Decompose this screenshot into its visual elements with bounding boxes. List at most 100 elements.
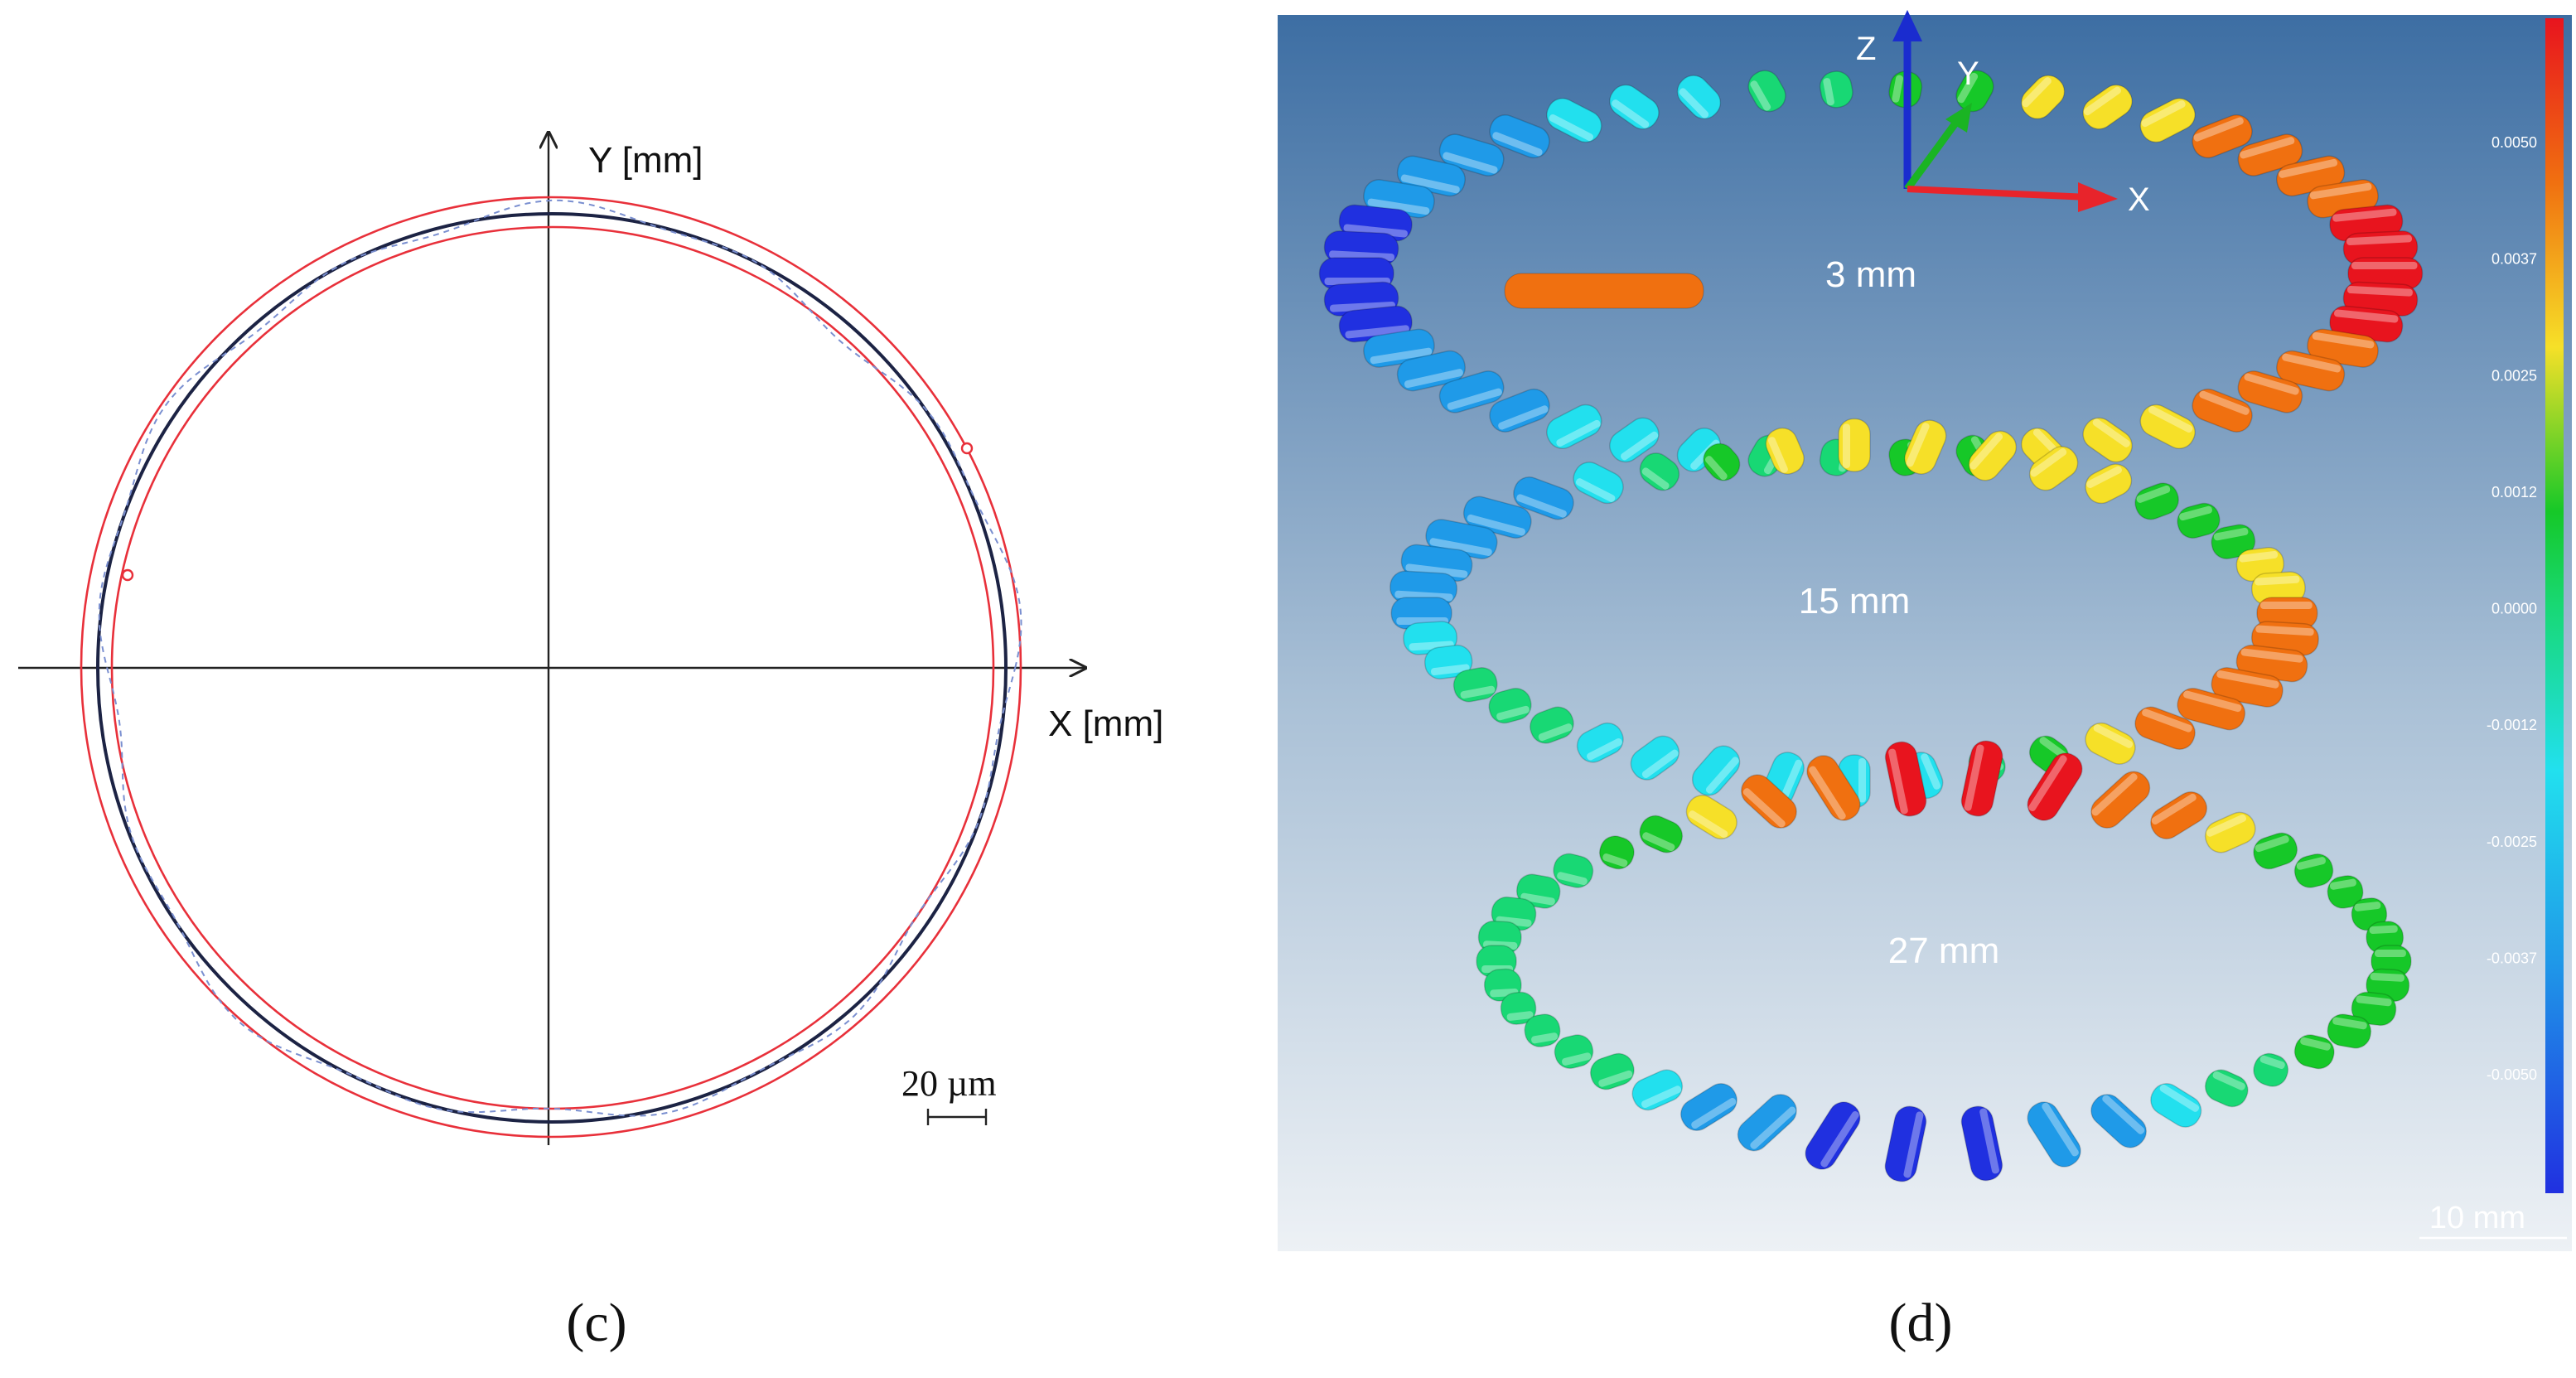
outer-tolerance-circle [80,196,1022,1139]
deviation-cylinder [1530,706,1574,744]
deviation-cylinder [2134,482,2179,520]
y-axis-label: Y [mm] [588,140,703,181]
inner-tolerance-circle [110,225,995,1110]
deviation-cylinder [2276,350,2346,392]
deviation-cylinder [1513,476,1574,520]
deviation-cylinder [1573,462,1624,505]
deviation-cylinder [2347,257,2424,290]
deviation-cylinder [1515,873,1561,909]
deviation-cylinder [2253,1052,2289,1087]
deviation-cylinder [2293,1034,2335,1070]
deviation-cylinder [2351,991,2397,1027]
y-axis-label: Y [1957,56,1979,92]
deviation-cylinder [2342,281,2419,317]
panel-label-d: (d) [1889,1293,1953,1353]
deviation-rings [1318,70,2424,1182]
z-axis-label: Z [1856,31,1876,67]
deviation-cylinder [1747,70,1786,113]
deviation-cylinder [1476,945,1517,978]
deviation-cylinder [2342,230,2419,266]
deviation-cylinder [2150,791,2208,839]
deviation-cylinder [2237,370,2303,413]
deviation-cylinder [2134,706,2196,750]
deviation-cylinder [2090,771,2151,829]
deviation-cylinder [2211,524,2256,559]
colorbar-tick-label: -0.0025 [2487,834,2537,850]
deviation-cylinder [2085,463,2133,505]
deviation-cylinder [1609,417,1660,463]
deviation-cylinder [1500,991,1537,1025]
x-axis-label: X [mm] [1048,704,1163,744]
deviation-cylinder [2192,388,2253,433]
deviation-cylinder [1598,835,1635,870]
deviation-cylinder [1838,418,1871,472]
z-axis-arrowhead [1892,10,1922,41]
deviation-cylinder [1685,795,1737,839]
deviation-cylinder [1438,133,1505,176]
deviation-cylinder [1737,1094,1797,1152]
deviation-cylinder [1423,644,1473,679]
deviation-cylinder [2293,853,2334,888]
deviation-cylinder [2085,722,2136,765]
panel-label-c: (c) [566,1293,626,1353]
deviation-cylinder [1524,1013,1561,1047]
deviation-cylinder [1884,741,1927,817]
deviation-cylinder [2307,328,2379,368]
deviation-cylinder [2253,832,2298,870]
y-axis-arrow [1904,118,1960,191]
deviation-cylinder [2204,1069,2249,1108]
deviation-cylinder [2256,597,2318,630]
deviation-cylinder [1452,667,1498,703]
deviation-cylinder [1363,328,1435,368]
deviation-cylinder [1546,97,1602,143]
scale-bar [926,1109,988,1125]
colorbar-tick-label: 0.0050 [2491,134,2537,151]
deviation-cylinder [1765,427,1805,475]
deviation-map-panel: Z Y X 3 mm 15 mm 27 mm 0.00500.00370.002… [1278,10,2572,1353]
deviation-cylinder [1488,688,1532,724]
deviation-cylinder [2192,114,2253,159]
colorbar-tick-label: 0.0000 [2491,601,2537,617]
roundness-plot-panel: X [mm] Y [mm] 20 µm (c) [18,133,1163,1353]
deviation-cylinder [1676,75,1722,119]
deviation-cylinder [1741,774,1797,829]
deviation-cylinder [2366,921,2404,955]
deviation-cylinder [1576,722,1624,763]
deviation-cylinder [2028,446,2079,491]
deviation-cylinder [1884,1105,1927,1182]
deviation-cylinder [2150,1083,2202,1128]
colorbar-tick-label: 0.0025 [2491,367,2537,384]
deviation-cylinder [2082,417,2133,463]
deviation-cylinder [2250,621,2319,656]
deviation-cylinder [2351,897,2388,931]
colorbar-tick-label: -0.0037 [2487,950,2537,966]
deviation-cylinder [2329,204,2404,242]
deviation-cylinder [2211,667,2284,708]
deviation-cylinder [1631,1069,1684,1111]
measured-profile [98,199,1022,1117]
deviation-cylinder [2090,1094,2147,1148]
deviation-cylinder [1955,70,1994,113]
x-axis-arrowhead [2078,182,2118,212]
deviation-cylinder [1554,1034,1594,1069]
section-label-middle: 15 mm [1799,581,1910,621]
scale-bar-label: 20 µm [901,1063,997,1104]
deviation-cylinder [1904,419,1947,475]
section-label-top: 3 mm [1825,254,1916,295]
deviation-cylinder [1489,114,1550,159]
deviation-cylinder [2237,133,2303,176]
deviation-cylinder [2366,968,2410,1003]
colorbar-tick-label: 0.0012 [2491,484,2537,500]
y-axis-arrowhead [1945,103,1972,133]
deviation-cylinder [2027,1101,2081,1168]
deviation-cylinder [2327,875,2364,909]
deviation-cylinder [1679,1083,1737,1132]
mean-circle [96,212,1008,1124]
section-label-bottom: 27 mm [1888,931,1999,971]
x-axis-arrow [1907,186,2089,201]
deviation-cylinder [2020,75,2066,119]
deviation-cylinder [2139,97,2196,143]
colorbar-tick-label: -0.0012 [2487,717,2537,733]
deviation-cylinder [2329,305,2404,343]
deviation-cylinder [1805,1101,1861,1170]
